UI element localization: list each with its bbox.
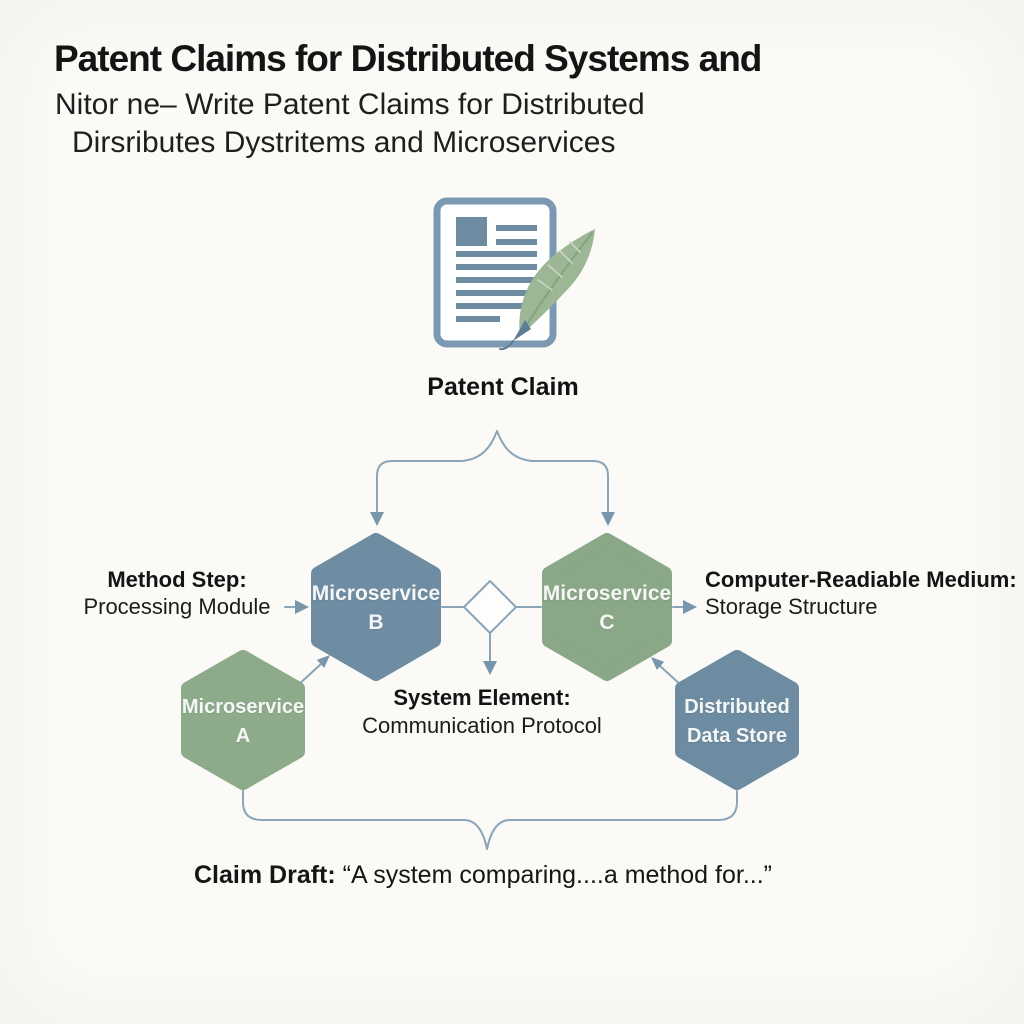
- hexagon-data-store: [675, 650, 799, 790]
- quill-barb: [547, 264, 563, 278]
- quill-barb: [537, 279, 553, 291]
- claim-draft-quote: “A system comparing....a method for...”: [342, 861, 772, 889]
- title-line-2: Nitor ne– Write Patent Claims for Distri…: [55, 88, 645, 121]
- microservice-b-label: Microservice B: [312, 579, 440, 637]
- hexagon-microservice-b: [311, 533, 441, 681]
- decision-diamond: [463, 580, 517, 634]
- claim-draft-title: Claim Draft:: [194, 861, 336, 889]
- claim-draft-caption: Claim Draft: “A system comparing....a me…: [194, 861, 772, 890]
- quill-barb: [559, 250, 573, 264]
- data-store-line2: Data Store: [686, 725, 788, 747]
- data-store-line1: Distributed: [684, 696, 790, 718]
- method-step-subtitle: Processing Module: [83, 594, 271, 619]
- pen-nib: [513, 320, 531, 341]
- document-with-quill-icon: [433, 197, 595, 351]
- top-brace: [376, 430, 498, 515]
- document-text-line: [456, 264, 537, 270]
- computer-readable-medium-subtitle: Storage Structure: [705, 594, 878, 619]
- pen-nib-tip: [499, 340, 514, 351]
- document-text-line: [496, 239, 537, 245]
- arrow-to-microservice-b: [370, 512, 384, 526]
- microservice-a-line2: A: [235, 725, 251, 747]
- title-line-1: Patent Claims for Distributed Systems an…: [54, 38, 762, 79]
- document-text-line: [456, 251, 537, 257]
- arrow-a-to-b: [316, 655, 330, 668]
- hexagon-microservice-c: [542, 533, 672, 681]
- microservice-c-line1: Microservice: [542, 582, 672, 605]
- quill-spine: [520, 232, 593, 335]
- microservice-b-line1: Microservice: [311, 582, 441, 605]
- data-store-label: Distributed Data Store: [684, 693, 790, 751]
- system-element-title: System Element:: [393, 685, 571, 710]
- document-text-line: [496, 225, 537, 231]
- document-text-line: [456, 277, 537, 283]
- title-line-3: Dirsributes Dystritems and Microservices: [72, 126, 616, 159]
- microservice-b-line2: B: [368, 611, 384, 634]
- document-border: [433, 197, 557, 348]
- quill-feather-icon: [519, 229, 595, 336]
- arrow-to-microservice-c: [601, 512, 615, 526]
- microservice-a-label: Microservice A: [182, 693, 304, 751]
- arrow-to-system-element: [483, 661, 497, 675]
- method-step-title: Method Step:: [107, 567, 247, 592]
- microservice-c-label: Microservice C: [543, 579, 671, 637]
- document-text-line: [456, 290, 537, 296]
- document-text-line: [456, 303, 537, 309]
- hexagon-microservice-a: [181, 650, 305, 790]
- arrow-c-to-storage: [683, 600, 697, 614]
- document-thumbnail: [456, 217, 487, 246]
- computer-readable-medium-title: Computer-Readiable Medium:: [705, 567, 1017, 592]
- quill-barb: [569, 241, 581, 253]
- patent-claim-label: Patent Claim: [427, 373, 579, 401]
- bottom-brace: [242, 790, 738, 850]
- system-element-annotation: System Element: Communication Protocol: [362, 684, 602, 740]
- microservice-c-line2: C: [599, 611, 615, 634]
- microservice-a-line1: Microservice: [181, 696, 305, 718]
- arrow-method-step-to-b: [295, 600, 309, 614]
- system-element-subtitle: Communication Protocol: [362, 713, 602, 738]
- computer-readable-medium-annotation: Computer-Readiable Medium: Storage Struc…: [705, 566, 1017, 620]
- arrow-datastore-to-c: [651, 657, 665, 670]
- method-step-annotation: Method Step: Processing Module: [83, 566, 270, 620]
- top-brace-right: [496, 430, 609, 515]
- document-text-line: [456, 316, 500, 322]
